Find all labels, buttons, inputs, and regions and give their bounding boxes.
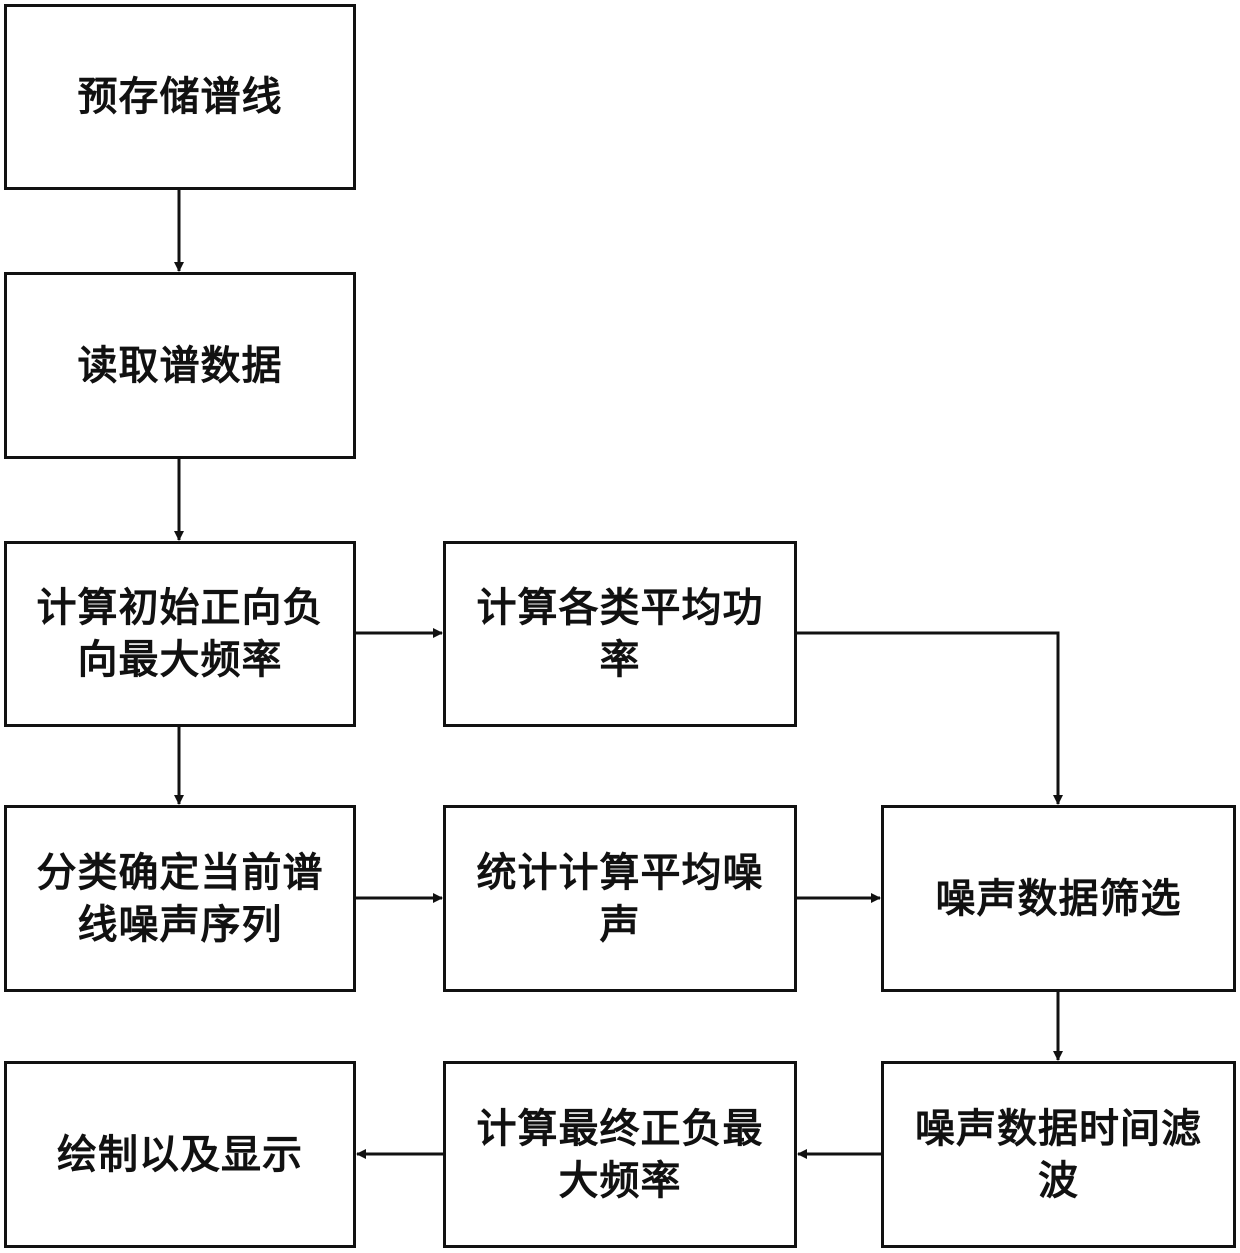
arrow-average-power-to-noise-screening [797,633,1058,804]
